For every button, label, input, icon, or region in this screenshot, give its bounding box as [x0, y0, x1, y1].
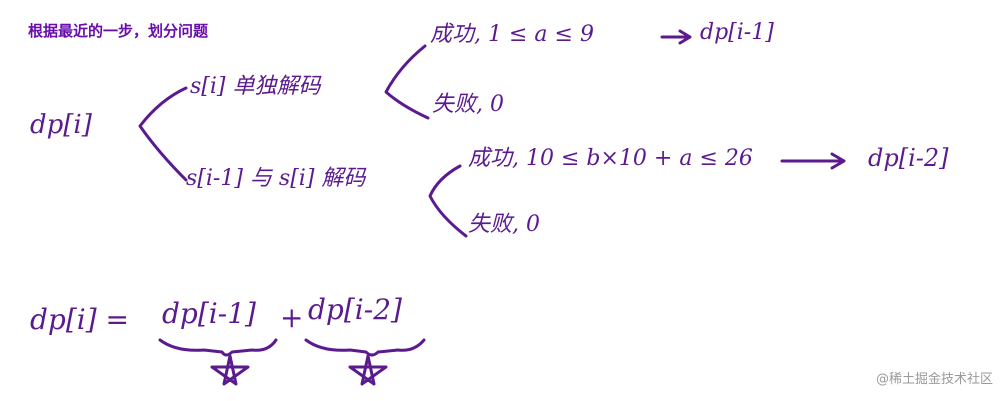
- underbrace-1: [158, 338, 278, 357]
- arrow-1: [660, 29, 692, 45]
- star-1: [210, 354, 250, 386]
- single-success-result: dp[i-1]: [700, 20, 774, 45]
- pair-success: 成功, 10 ≤ b×10 + a ≤ 26: [468, 146, 753, 171]
- formula-term-1: dp[i-1]: [162, 297, 256, 330]
- root-node: dp[i]: [30, 110, 92, 140]
- diagram-title: 根据最近的一步，划分问题: [28, 22, 209, 40]
- single-decode-label: s[i] 单独解码: [190, 74, 321, 99]
- formula-plus: +: [280, 301, 304, 334]
- pair-bracket: [428, 164, 468, 238]
- underbrace-2: [304, 338, 426, 357]
- single-success: 成功, 1 ≤ a ≤ 9: [430, 22, 594, 47]
- watermark: @稀土掘金技术社区: [875, 372, 993, 387]
- single-bracket: [384, 44, 430, 120]
- formula-term-2: dp[i-2]: [308, 293, 402, 326]
- pair-decode-label: s[i-1] 与 s[i] 解码: [186, 166, 366, 191]
- pair-success-result: dp[i-2]: [868, 144, 949, 172]
- pair-fail: 失败, 0: [468, 212, 540, 237]
- arrow-2: [780, 152, 846, 170]
- star-2: [348, 354, 388, 386]
- root-bracket: [138, 86, 188, 182]
- single-fail: 失败, 0: [432, 92, 504, 117]
- formula-lhs: dp[i] =: [30, 303, 130, 336]
